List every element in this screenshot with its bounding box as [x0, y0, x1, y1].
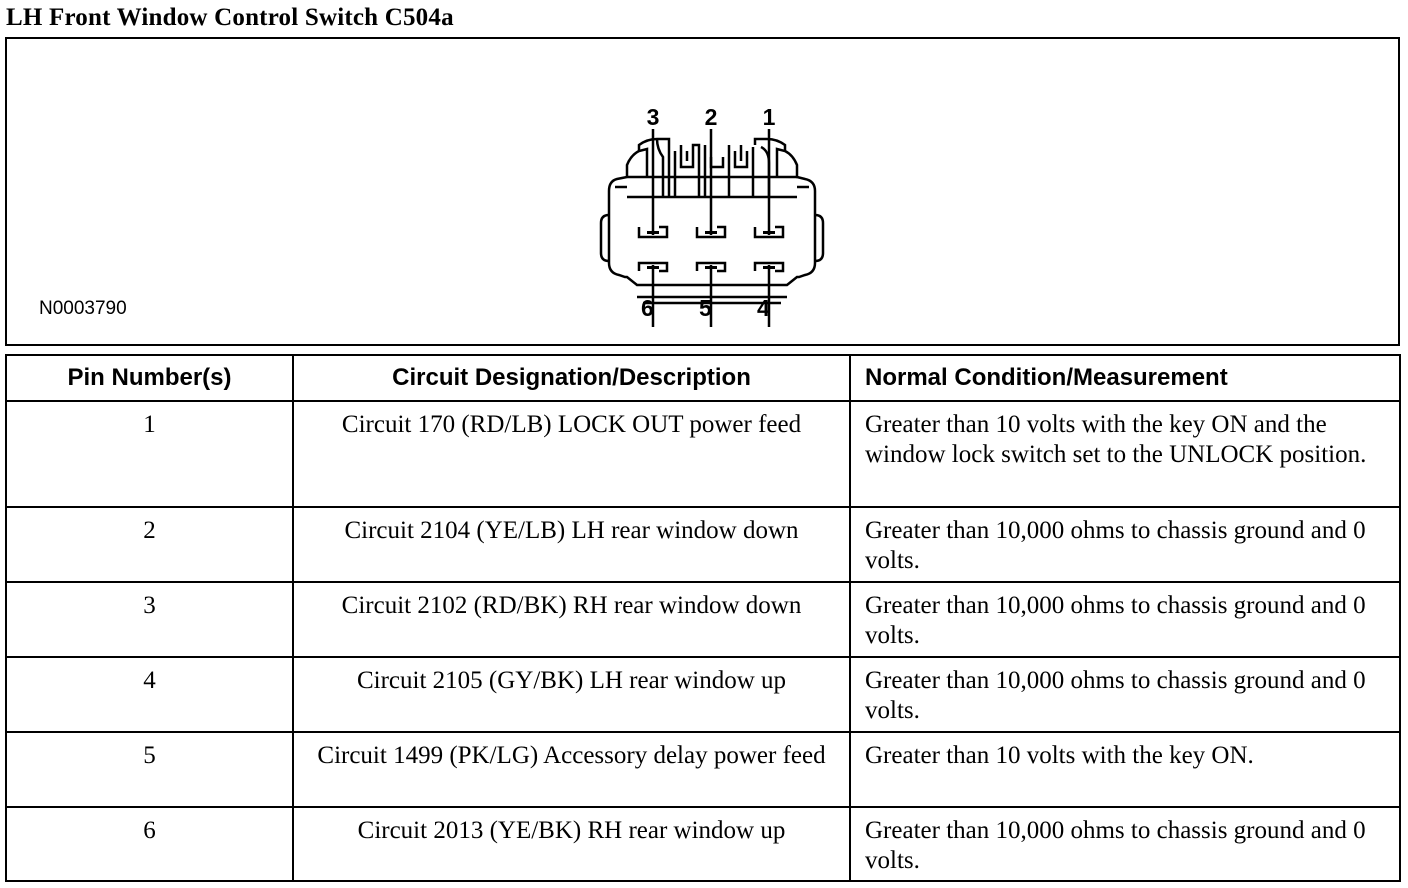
table-row: 3 Circuit 2102 (RD/BK) RH rear window do… [5, 581, 1401, 658]
pin-label-5: 5 [699, 295, 712, 321]
pin-cell: 4 [5, 656, 294, 733]
circuit-cell: Circuit 2104 (YE/LB) LH rear window down [292, 506, 851, 583]
circuit-cell: Circuit 2102 (RD/BK) RH rear window down [292, 581, 851, 658]
connector-face-diagram: 3 2 1 [599, 104, 825, 327]
pin-table: Pin Number(s) Circuit Designation/Descri… [5, 354, 1401, 882]
pin-label-1: 1 [763, 104, 776, 130]
table-row: 1 Circuit 170 (RD/LB) LOCK OUT power fee… [5, 400, 1401, 508]
pin-cell: 5 [5, 731, 294, 808]
pin-label-4: 4 [757, 295, 770, 321]
table-row: 5 Circuit 1499 (PK/LG) Accessory delay p… [5, 731, 1401, 808]
circuit-cell: Circuit 2013 (YE/BK) RH rear window up [292, 806, 851, 882]
header-pin-number: Pin Number(s) [5, 354, 294, 402]
table-row: 2 Circuit 2104 (YE/LB) LH rear window do… [5, 506, 1401, 583]
pin-cell: 6 [5, 806, 294, 882]
pin-label-2: 2 [705, 104, 718, 130]
table-header-row: Pin Number(s) Circuit Designation/Descri… [5, 354, 1401, 402]
circuit-cell: Circuit 2105 (GY/BK) LH rear window up [292, 656, 851, 733]
condition-cell: Greater than 10,000 ohms to chassis grou… [849, 506, 1401, 583]
pin-label-3: 3 [647, 104, 660, 130]
table-row: 4 Circuit 2105 (GY/BK) LH rear window up… [5, 656, 1401, 733]
pin-cell: 1 [5, 400, 294, 508]
table-row: 6 Circuit 2013 (YE/BK) RH rear window up… [5, 806, 1401, 882]
circuit-cell: Circuit 170 (RD/LB) LOCK OUT power feed [292, 400, 851, 508]
figure-id: N0003790 [39, 298, 127, 319]
pin-label-6: 6 [641, 295, 654, 321]
condition-cell: Greater than 10,000 ohms to chassis grou… [849, 581, 1401, 658]
header-circuit: Circuit Designation/Description [292, 354, 851, 402]
condition-cell: Greater than 10,000 ohms to chassis grou… [849, 656, 1401, 733]
connector-figure: 3 2 1 6 5 4 N0003790 [5, 37, 1400, 346]
pin-cell: 3 [5, 581, 294, 658]
header-condition: Normal Condition/Measurement [849, 354, 1401, 402]
circuit-cell: Circuit 1499 (PK/LG) Accessory delay pow… [292, 731, 851, 808]
condition-cell: Greater than 10,000 ohms to chassis grou… [849, 806, 1401, 882]
condition-cell: Greater than 10 volts with the key ON. [849, 731, 1401, 808]
condition-cell: Greater than 10 volts with the key ON an… [849, 400, 1401, 508]
page-title: LH Front Window Control Switch C504a [6, 4, 454, 31]
pin-cell: 2 [5, 506, 294, 583]
